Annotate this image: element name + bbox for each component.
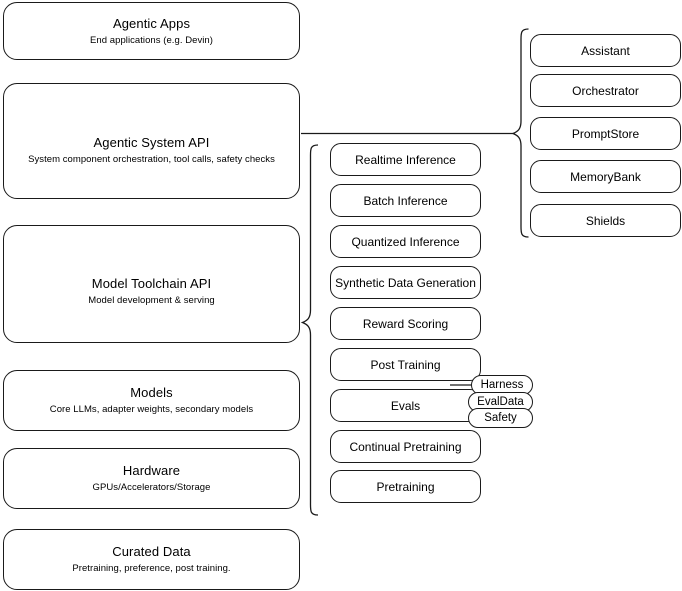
layer-subtitle: End applications (e.g. Devin) [90,34,213,46]
layer-subtitle: Pretraining, preference, post training. [72,563,231,574]
toolchain-item-label: Evals [390,398,421,413]
layer-subtitle: GPUs/Accelerators/Storage [92,482,211,493]
layer-box-hardware[interactable]: Hardware GPUs/Accelerators/Storage [3,448,300,509]
layer-title: Model Toolchain API [91,275,212,291]
agentic-system-item-label: Orchestrator [572,83,639,98]
toolchain-item-continual-pretraining[interactable]: Continual Pretraining [330,430,481,463]
toolchain-item-pretraining[interactable]: Pretraining [330,470,481,503]
layer-subtitle: Model development & serving [88,294,215,306]
agentic-system-item-label: Shields [585,213,626,228]
layer-title: Agentic Apps [112,15,191,31]
agentic-system-item-orchestrator[interactable]: Orchestrator [530,74,681,107]
agentic-system-item-label: Assistant [581,43,630,58]
layer-subtitle: Core LLMs, adapter weights, secondary mo… [49,404,254,415]
toolchain-item-realtime-inference[interactable]: Realtime Inference [330,143,481,176]
eval-pill-safety[interactable]: Safety [468,408,533,428]
toolchain-item-label: Synthetic Data Generation [335,275,476,290]
toolchain-item-label: Post Training [370,357,441,372]
toolchain-item-label: Quantized Inference [351,234,460,249]
toolchain-item-label: Batch Inference [363,193,448,208]
layer-box-agentic-apps[interactable]: Agentic Apps End applications (e.g. Devi… [3,2,300,60]
layer-box-agentic-system-api[interactable]: Agentic System API System component orch… [3,83,300,199]
toolchain-item-batch-inference[interactable]: Batch Inference [330,184,481,217]
eval-pill-label: Safety [484,412,517,424]
layer-title: Agentic System API [93,134,210,150]
toolchain-item-synthetic-data-generation[interactable]: Synthetic Data Generation [330,266,481,299]
toolchain-item-evals[interactable]: Evals [330,389,481,422]
eval-pill-label: Harness [480,379,524,391]
layer-box-curated-data[interactable]: Curated Data Pretraining, preference, po… [3,529,300,590]
agentic-system-item-memorybank[interactable]: MemoryBank [530,160,681,193]
toolchain-item-label: Pretraining [376,479,435,494]
layer-subtitle: System component orchestration, tool cal… [28,153,275,165]
toolchain-item-label: Realtime Inference [355,152,456,167]
brace-toolchain-items [300,144,319,516]
toolchain-item-label: Continual Pretraining [349,439,462,454]
agentic-system-item-label: MemoryBank [570,169,641,184]
agentic-system-item-label: PromptStore [571,126,640,141]
layer-title: Models [130,385,173,400]
agentic-system-item-promptstore[interactable]: PromptStore [530,117,681,150]
brace-agentic-system-items [511,28,529,238]
toolchain-item-reward-scoring[interactable]: Reward Scoring [330,307,481,340]
eval-pill-label: EvalData [477,396,524,408]
agentic-system-item-shields[interactable]: Shields [530,204,681,237]
layer-box-models[interactable]: Models Core LLMs, adapter weights, secon… [3,370,300,431]
toolchain-item-label: Reward Scoring [362,316,449,331]
layer-box-model-toolchain-api[interactable]: Model Toolchain API Model development & … [3,225,300,343]
layer-title: Hardware [122,463,181,478]
agentic-system-item-assistant[interactable]: Assistant [530,34,681,67]
eval-pill-harness[interactable]: Harness [471,375,533,395]
layer-title: Curated Data [112,544,191,559]
toolchain-item-quantized-inference[interactable]: Quantized Inference [330,225,481,258]
eval-pill-evaldata[interactable]: EvalData [468,392,533,412]
toolchain-item-post-training[interactable]: Post Training [330,348,481,381]
